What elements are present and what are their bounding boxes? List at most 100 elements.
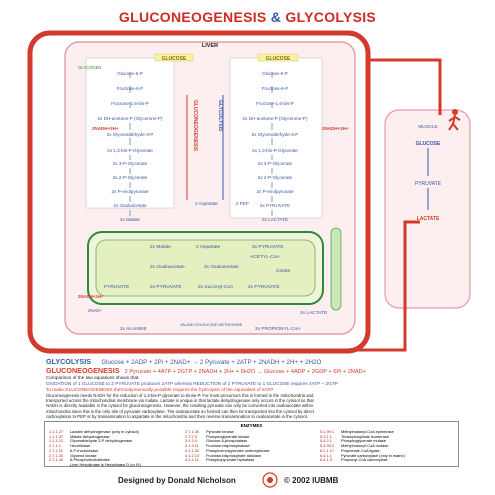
svg-text:2x 1,3-bis-P-Glycerate: 2x 1,3-bis-P-Glycerate [107, 148, 153, 153]
glucose-blood-path [370, 58, 442, 115]
svg-text:LACTATE: LACTATE [417, 216, 440, 222]
mito-matrix [95, 239, 316, 297]
note-line: transported across the mitochondrial mem… [46, 398, 314, 404]
svg-text:2x Malate: 2x Malate [150, 244, 171, 250]
svg-text:GLUCOSE: GLUCOSE [416, 141, 441, 147]
muscle-labels: MUSCLE GLUCOSE PYRUVATE LACTATE [415, 124, 442, 222]
runner-icon [448, 109, 461, 131]
svg-text:2x 3-P-Glycerate: 2x 3-P-Glycerate [113, 161, 148, 166]
compare-text: Comparison of the two equations shows th… [46, 375, 140, 380]
svg-text:PYRUVATE: PYRUVATE [415, 181, 442, 187]
svg-text:2x PYRUVATE: 2x PYRUVATE [260, 203, 290, 208]
title-amp: & [270, 9, 282, 25]
gng-eq-name: GLUCONEOGENESIS [46, 366, 120, 375]
svg-text:2x 2-P-Glycerate: 2x 2-P-Glycerate [258, 175, 293, 180]
pep-cytosol: 2 PEP [236, 201, 249, 206]
enzyme-row: Liver Hexokinase is Hexokinase D (or IV) [70, 461, 141, 467]
glycolysis-equation-row: GLYCOLYSIS Glucose + 2ADP + 2Pi + 2NAD+ … [46, 357, 321, 366]
gng-equation-row: GLUCONEOGENESIS 2 Pyruvate + 4ATP + 2GTP… [46, 366, 366, 375]
svg-text:2x DH-acetone-P (Glycerone-P): 2x DH-acetone-P (Glycerone-P) [242, 116, 307, 121]
note-line: carboxylation to PEP or by transaminatio… [46, 413, 308, 419]
glycogen-label: GLYCOGEN [78, 65, 101, 70]
svg-text:2x Glyceraldehyde-3-P: 2x Glyceraldehyde-3-P [107, 132, 154, 137]
svg-text:Fructose-6-P: Fructose-6-P [262, 86, 289, 91]
lactate-blood-path [350, 220, 420, 352]
glycolysis-eq: Glucose + 2ADP + 2Pi + 2NAD+ → 2 Pyruvat… [101, 359, 322, 366]
svg-text:2x DH-acetone-P (Glycerone-P): 2x DH-acetone-P (Glycerone-P) [97, 116, 162, 121]
designer-credit: Designed by Donald Nicholson [118, 476, 236, 485]
glycolysis-vertical-label: GLYCOLYSIS [217, 100, 223, 132]
svg-text:2x Glyceraldehyde-3-P: 2x Glyceraldehyde-3-P [252, 132, 299, 137]
svg-text:2x P-enolpyruvate: 2x P-enolpyruvate [256, 189, 293, 194]
glucose-left: GLUCOSE [162, 56, 187, 62]
copyright: © 2002 IUBMB [284, 476, 339, 485]
glucose-band-left [154, 53, 194, 62]
blood-vessel-loop [27, 30, 371, 354]
right-pathway-box [229, 57, 323, 219]
gng-vertical-label: GLUCONEOGENESIS [192, 100, 198, 152]
svg-text:2NAD+: 2NAD+ [88, 308, 102, 313]
page-title: GLUCONEOGENESIS & GLYCOLYSIS [0, 9, 495, 25]
note-line: mitochondria since this is the only site… [46, 408, 315, 414]
note-line: NADH is directly available in the cytoso… [46, 403, 314, 409]
svg-text:2NADH+2H+: 2NADH+2H+ [78, 294, 104, 299]
left-chain-labels: Glucose-6-P Fructose-6-P Fructose-1,6-bi… [97, 71, 162, 222]
title-glycolysis: GLYCOLYSIS [285, 9, 377, 25]
title-gluconeogenesis: GLUCONEOGENESIS [118, 9, 267, 25]
svg-text:MUSCLE: MUSCLE [418, 124, 437, 129]
glucose-band-right [257, 53, 299, 62]
enzymes-title: ENZYMES [240, 423, 263, 428]
svg-text:Glucose-6-P: Glucose-6-P [262, 71, 288, 76]
right-chain-labels: Glucose-6-P Fructose-6-P Fructose-1,6-bi… [242, 71, 307, 222]
mito-labels: 2x Malate 2 Aspartate 2x PYRUVATE ACETYL… [104, 244, 290, 290]
svg-text:2x Malate: 2x Malate [120, 217, 140, 222]
svg-text:Glucose-6-P: Glucose-6-P [117, 71, 143, 76]
svg-text:2x Succinyl-CoA: 2x Succinyl-CoA [198, 284, 234, 290]
lower-labels: 2x ALANINE VALINE ISOLEUCINE METHIONINE … [78, 294, 327, 332]
svg-text:2x ALANINE: 2x ALANINE [120, 326, 147, 332]
svg-text:2x 2-P-Glycerate: 2x 2-P-Glycerate [113, 175, 148, 180]
svg-text:2x PYRUVATE: 2x PYRUVATE [252, 244, 284, 250]
svg-text:2x P-enolpyruvate: 2x P-enolpyruvate [111, 189, 148, 194]
svg-text:2x PROPIONYL-CoA: 2x PROPIONYL-CoA [255, 326, 301, 332]
notes-paragraph: Gluconeogenesis needs NADH for the reduc… [46, 393, 456, 419]
svg-text:Fructose-1,6-bis-P: Fructose-1,6-bis-P [256, 101, 294, 106]
gng-eq: 2 Pyruvate + 4ATP + 2GTP + 2NADH + 2H+ +… [124, 369, 366, 375]
thermo-text: To make GLUCONEOGENESIS thermodynamicall… [46, 387, 274, 392]
svg-text:VALINE ISOLEUCINE METHIONINE: VALINE ISOLEUCINE METHIONINE [180, 323, 243, 327]
aspartate-cytosol: 2 Aspartate [195, 201, 218, 206]
svg-text:2x Oxaloacetate: 2x Oxaloacetate [150, 264, 185, 270]
nadh-right: 2NADH+2H+ [322, 126, 349, 131]
svg-text:Fructose-1,6-bis-P: Fructose-1,6-bis-P [111, 101, 149, 106]
liver-label: LIVER [202, 43, 218, 49]
glucose-right: GLUCOSE [266, 56, 291, 62]
mito-channel [330, 227, 342, 311]
svg-text:2x LACTATE: 2x LACTATE [300, 310, 327, 316]
svg-text:2x PYRUVATE: 2x PYRUVATE [150, 284, 182, 290]
nadh-left: 2NADH+2H+ [92, 126, 119, 131]
svg-text:2x LACTATE: 2x LACTATE [262, 217, 288, 222]
note-line: Gluconeogenesis needs NADH for the reduc… [46, 393, 314, 398]
